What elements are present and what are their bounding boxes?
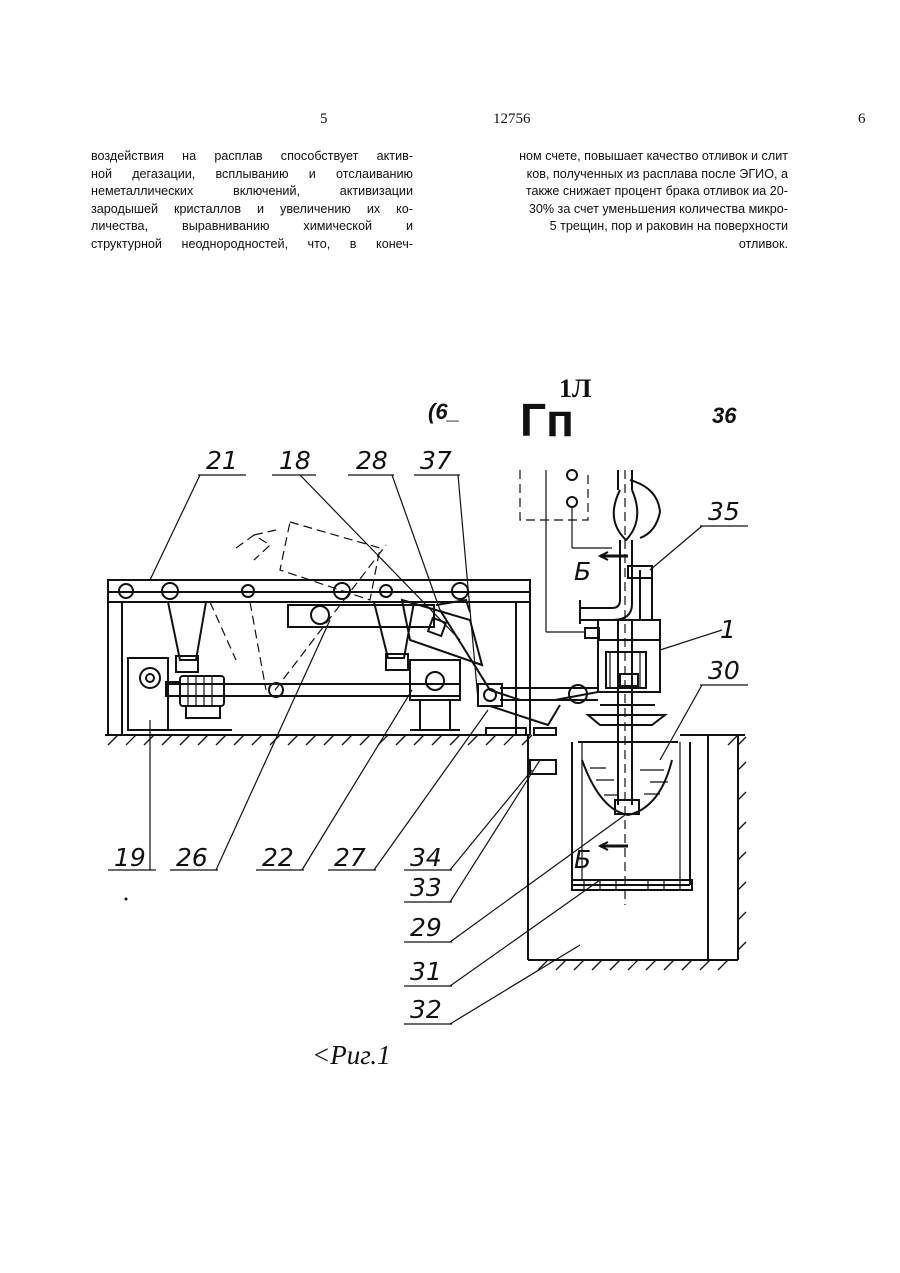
drive-unit [128,658,232,730]
label-26: 26 [176,843,208,872]
section-mark-lower: Б [574,845,591,874]
label-31: 31 [410,957,442,986]
label-35: 35 [708,497,740,526]
label-32: 32 [410,995,442,1024]
casting-pit [528,735,746,970]
label-27: 27 [334,843,366,872]
label-30: 30 [708,656,740,685]
bottom-labels: 19 26 22 27 34 [108,620,532,872]
label-37: 37 [420,446,452,475]
label-36: 36 [712,403,737,428]
label-18: 18 [279,446,311,475]
figure-caption: <Риг.1 [312,1040,391,1071]
label-34: 34 [410,843,442,872]
tilting-arm [236,522,386,697]
label-29: 29 [410,913,442,942]
ground-floor [105,735,745,745]
label-19: 19 [114,843,146,872]
label-21: 21 [206,446,238,475]
stamp-main-mark: Гп [520,394,574,446]
hook-assembly [580,470,660,624]
speck [125,898,128,901]
rocker-arm [440,610,598,774]
label-33: 33 [410,873,442,902]
label-1: 1 [720,615,736,644]
stamp-small-mark: (6_ [428,399,460,424]
label-28: 28 [356,446,388,475]
lower-rail [168,660,460,730]
section-mark-upper: Б [574,557,591,586]
column-labels: 33 29 31 32 [404,760,625,1024]
label-22: 22 [262,843,294,872]
electrode-holder [585,566,660,692]
